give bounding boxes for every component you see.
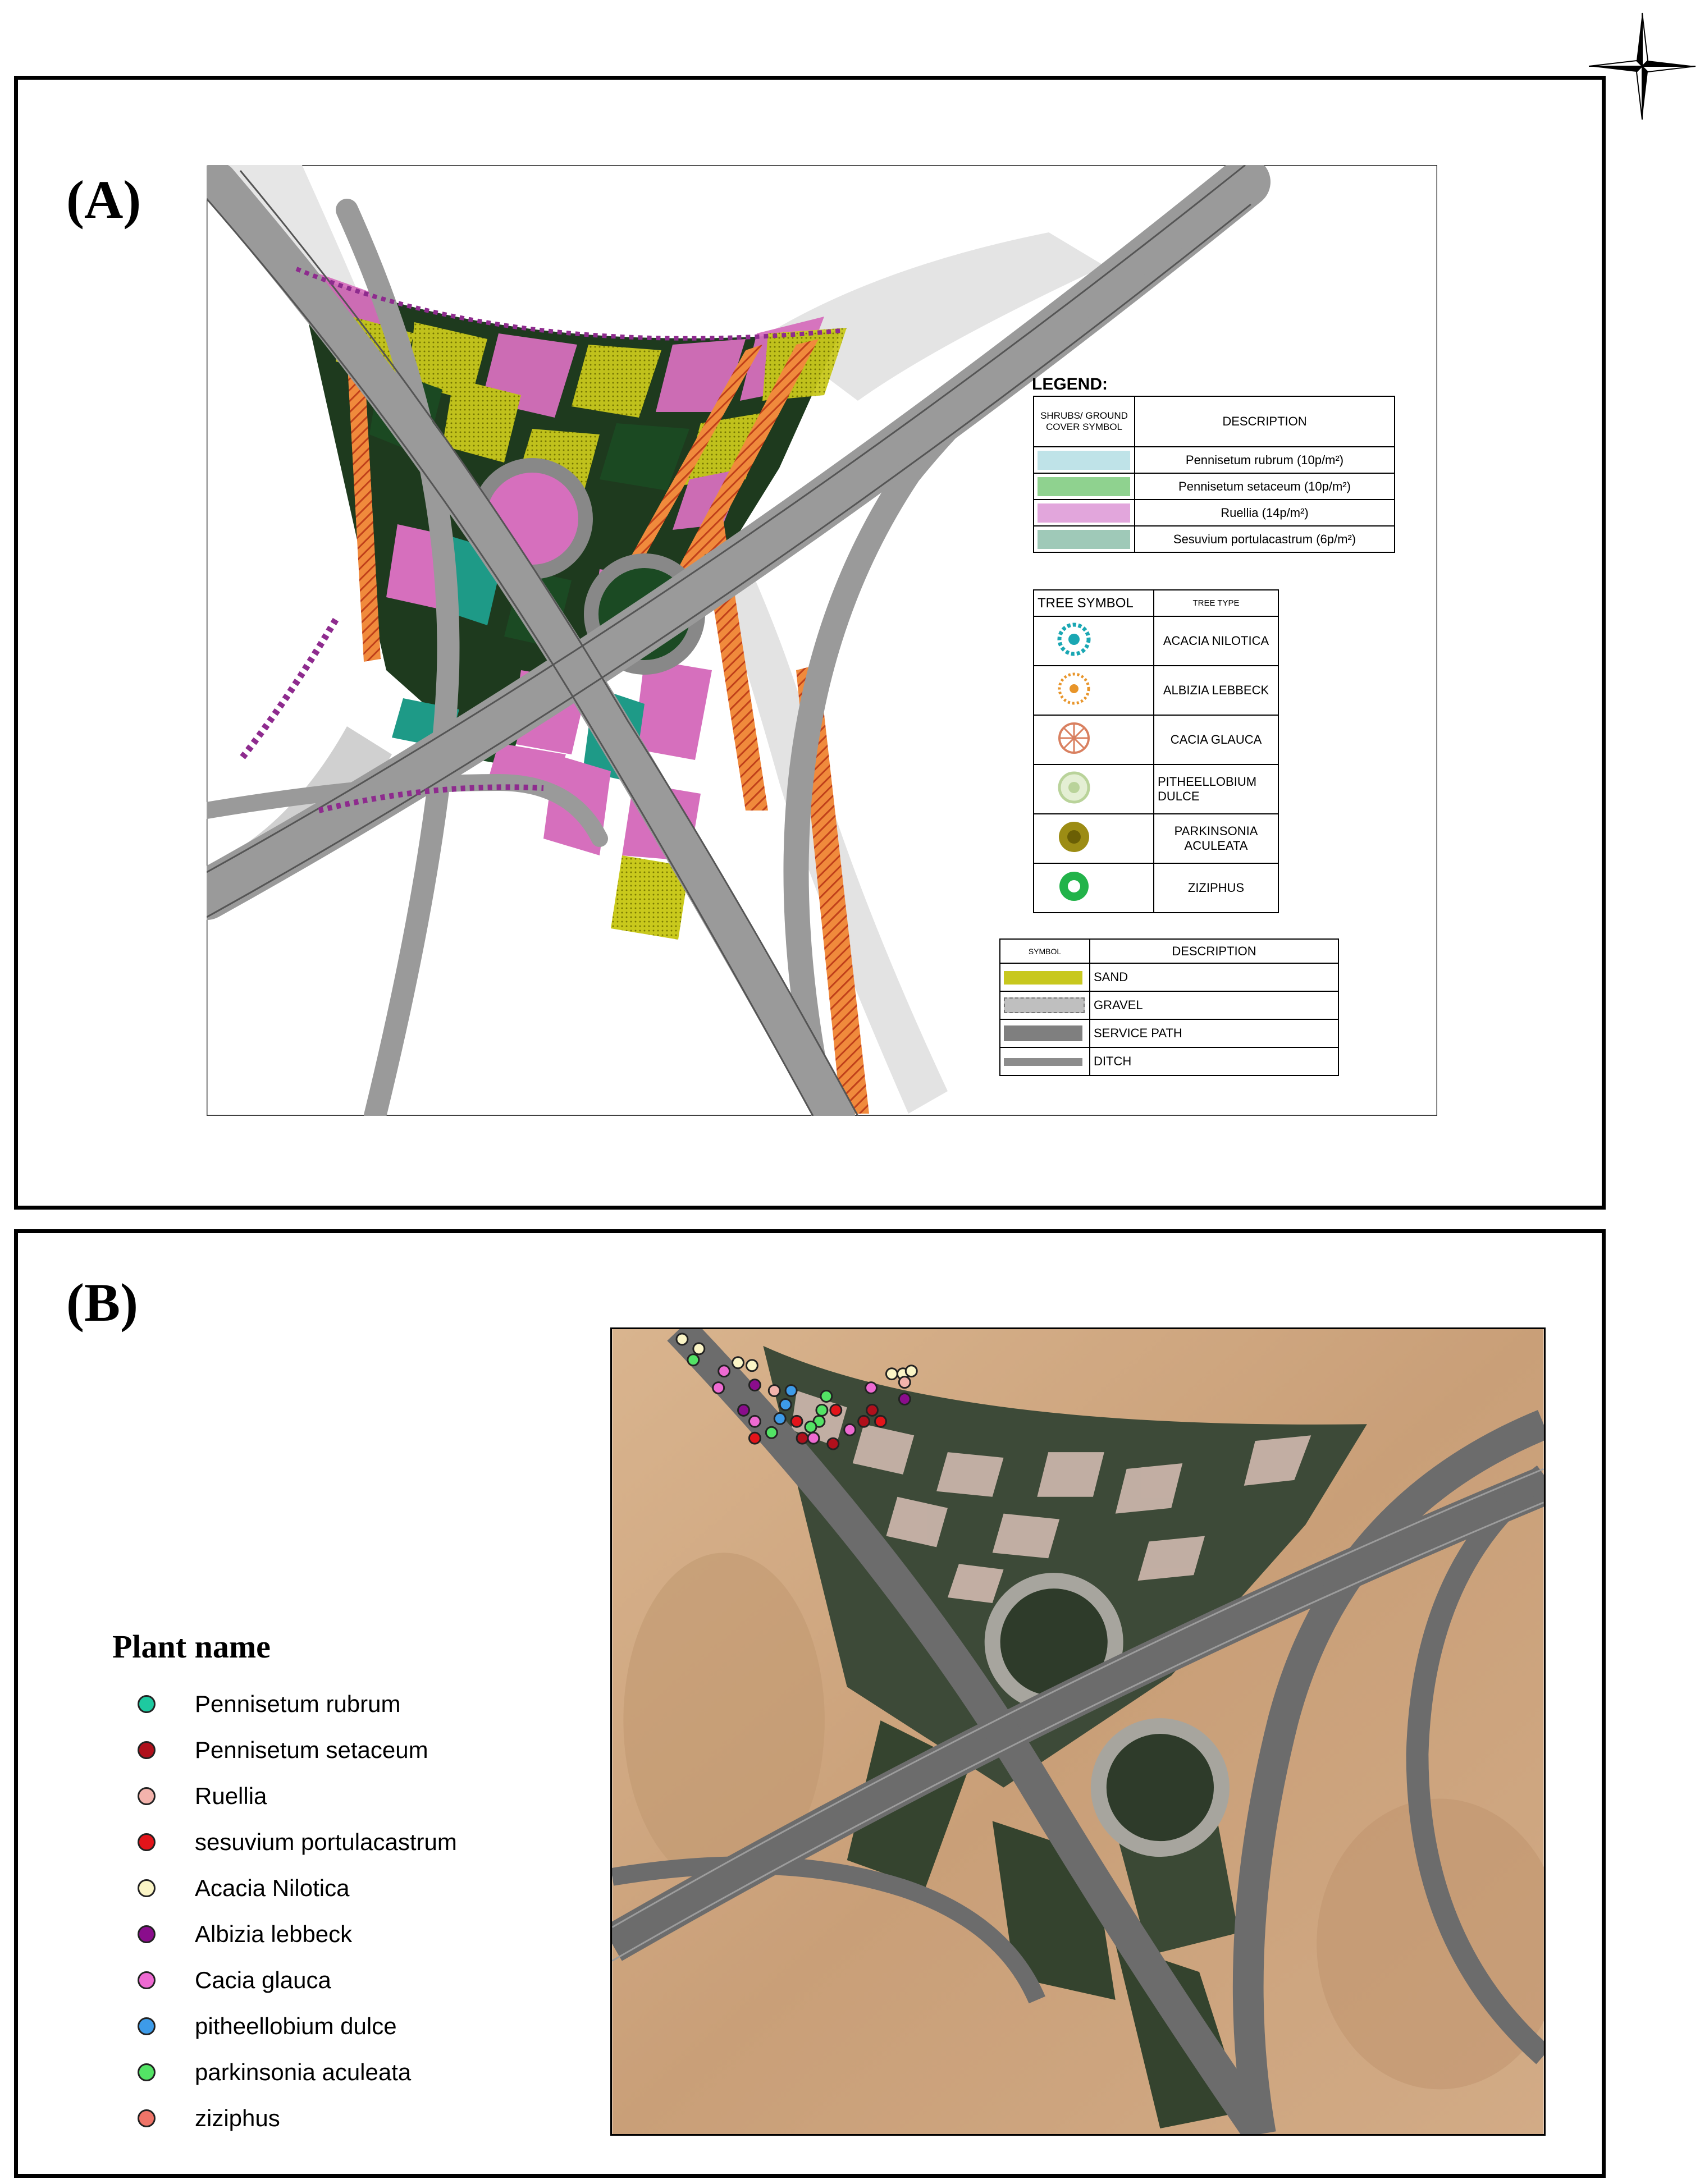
tree-name: ZIZIPHUS (1153, 863, 1279, 913)
plant-dot-pennisetum-setaceum (138, 1741, 156, 1759)
shrub-legend-table: SHRUBS/ GROUND COVER SYMBOL DESCRIPTION … (1033, 396, 1395, 553)
shrub-legend-row: Ruellia (14p/m²) (1033, 499, 1395, 526)
shrub-legend-row: Pennisetum setaceum (10p/m²) (1033, 473, 1395, 500)
plant-dot-cacia-glauca (138, 1971, 156, 1989)
tree-symbol-albizia-lebbeck-icon (1058, 672, 1090, 705)
material-description: DITCH (1089, 1047, 1339, 1076)
material-description: SERVICE PATH (1089, 1019, 1339, 1048)
north-compass-icon (1588, 12, 1696, 120)
plant-legend-item: parkinsonia aculeata (112, 2049, 457, 2095)
plant-legend-item: pitheellobium dulce (112, 2003, 457, 2049)
tree-name: PITHEELLOBIUM DULCE (1153, 764, 1279, 814)
tree-name: CACIA GLAUCA (1153, 715, 1279, 765)
material-description: GRAVEL (1089, 991, 1339, 1020)
legend-title: LEGEND: (1032, 375, 1108, 393)
material-swatch-sand (1004, 971, 1082, 985)
plant-name: Acacia Nilotica (195, 1875, 350, 1901)
tree-symbol-pitheellobium-dulce-icon (1058, 771, 1090, 804)
material-legend-table: SYMBOL DESCRIPTION SAND GRAVEL SERVICE P… (999, 938, 1339, 1076)
material-swatch-gravel (1004, 997, 1085, 1014)
shrub-description: Sesuvium portulacastrum (6p/m²) (1134, 525, 1395, 553)
plant-dot-parkinsonia-aculeata (138, 2063, 156, 2081)
plant-dot-sesuvium-portulacastrum (138, 1833, 156, 1851)
material-description: SAND (1089, 963, 1339, 992)
material-swatch-service-path (1004, 1025, 1082, 1042)
plant-name: pitheellobium dulce (195, 2013, 397, 2039)
plant-name: Pennisetum rubrum (195, 1691, 401, 1717)
plant-dot-acacia-nilotica (138, 1879, 156, 1897)
shrub-description: Pennisetum setaceum (10p/m²) (1134, 473, 1395, 500)
material-legend-symbol-header: SYMBOL (999, 938, 1090, 964)
tree-symbol-parkinsonia-aculeata-icon (1059, 822, 1089, 852)
tree-symbol-acacia-nilotica-icon (1057, 622, 1091, 656)
satellite-map (610, 1327, 1546, 2136)
shrub-swatch-sesuvium (1038, 529, 1130, 549)
shrub-legend-row: Sesuvium portulacastrum (6p/m²) (1033, 525, 1395, 553)
tree-legend-table: TREE SYMBOL TREE TYPE ACACIA NILOTICA AL… (1033, 589, 1279, 913)
plant-dot-pennisetum-rubrum (138, 1695, 156, 1713)
plant-dot-ziziphus (138, 2109, 156, 2127)
plant-legend-title: Plant name (112, 1628, 271, 1665)
tree-name: ALBIZIA LEBBECK (1153, 665, 1279, 716)
plant-legend-item: Pennisetum rubrum (112, 1681, 457, 1727)
shrub-swatch-ruellia (1038, 503, 1130, 523)
plant-name: Ruellia (195, 1783, 267, 1809)
plant-name: parkinsonia aculeata (195, 2059, 412, 2085)
plant-name: Cacia glauca (195, 1967, 331, 1993)
plant-legend-item: Albizia lebbeck (112, 1911, 457, 1957)
tree-name: ACACIA NILOTICA (1153, 616, 1279, 666)
plant-legend-item: Acacia Nilotica (112, 1865, 457, 1911)
plant-legend-item: Pennisetum setaceum (112, 1727, 457, 1773)
shrub-swatch-pennisetum-setaceum (1038, 477, 1130, 496)
tree-symbol-ziziphus-icon (1059, 872, 1089, 901)
tree-legend-type-header: TREE TYPE (1153, 589, 1279, 617)
tree-legend-symbol-header: TREE SYMBOL (1033, 589, 1154, 617)
material-legend-description-header: DESCRIPTION (1089, 938, 1339, 964)
shrub-legend-description-header: DESCRIPTION (1134, 396, 1395, 447)
plant-dot-albizia-lebbeck (138, 1925, 156, 1943)
shrub-legend-row: Pennisetum rubrum (10p/m²) (1033, 446, 1395, 474)
shrub-swatch-pennisetum-rubrum (1038, 450, 1130, 470)
plant-dot-ruellia (138, 1787, 156, 1805)
shrub-legend-symbol-header: SHRUBS/ GROUND COVER SYMBOL (1033, 396, 1135, 447)
tree-symbol-cacia-glauca-icon (1058, 722, 1090, 754)
tree-name: PARKINSONIA ACULEATA (1153, 813, 1279, 864)
plant-dot-pitheellobium-dulce (138, 2017, 156, 2035)
panel-a-label: (A) (66, 170, 141, 230)
panel-b-label: (B) (66, 1272, 138, 1333)
plant-legend: Plant name Pennisetum rubrum Pennisetum … (112, 1628, 457, 2141)
plant-legend-item: ziziphus (112, 2095, 457, 2141)
plant-name: ziziphus (195, 2105, 280, 2131)
plant-legend-item: Cacia glauca (112, 1957, 457, 2003)
plant-name: sesuvium portulacastrum (195, 1829, 457, 1855)
material-swatch-ditch (1004, 1058, 1082, 1066)
plant-name: Albizia lebbeck (195, 1921, 353, 1947)
plant-legend-item: sesuvium portulacastrum (112, 1819, 457, 1865)
plant-legend-item: Ruellia (112, 1773, 457, 1819)
shrub-description: Pennisetum rubrum (10p/m²) (1134, 446, 1395, 474)
plant-name: Pennisetum setaceum (195, 1737, 428, 1763)
shrub-description: Ruellia (14p/m²) (1134, 499, 1395, 526)
